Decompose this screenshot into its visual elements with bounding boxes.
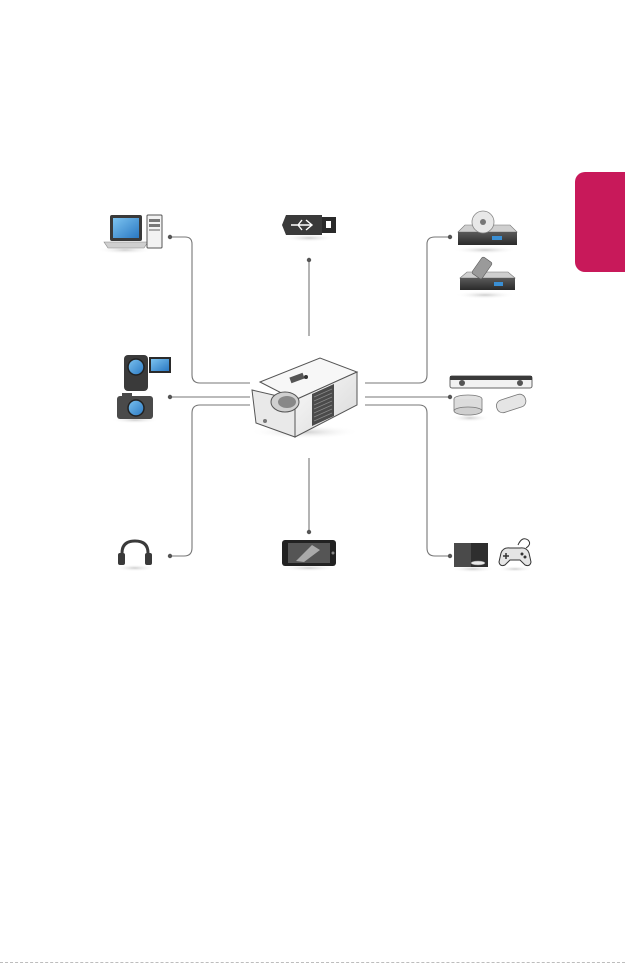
headphones-icon [115,541,155,572]
page-bottom-rule [0,962,625,963]
desktop-tower-icon [147,215,162,248]
game-console-icon [451,543,495,573]
line-computer [170,237,250,383]
speaker-puck-icon [450,395,490,422]
usb-drive-icon [282,215,336,242]
smartphone-icon [281,540,337,572]
line-headphones [170,405,250,556]
line-gaming [365,405,450,556]
blu-ray-player-icon [453,211,517,254]
speaker-cylinder-icon [495,393,528,415]
gamepad-icon [497,539,533,572]
soundbar-icon [450,376,532,388]
set-top-box-icon [455,256,515,299]
line-players [365,237,450,383]
laptop-icon [97,215,153,254]
digital-camera-icon [111,393,159,424]
projector-icon [250,358,360,439]
camcorder-icon [124,355,171,391]
